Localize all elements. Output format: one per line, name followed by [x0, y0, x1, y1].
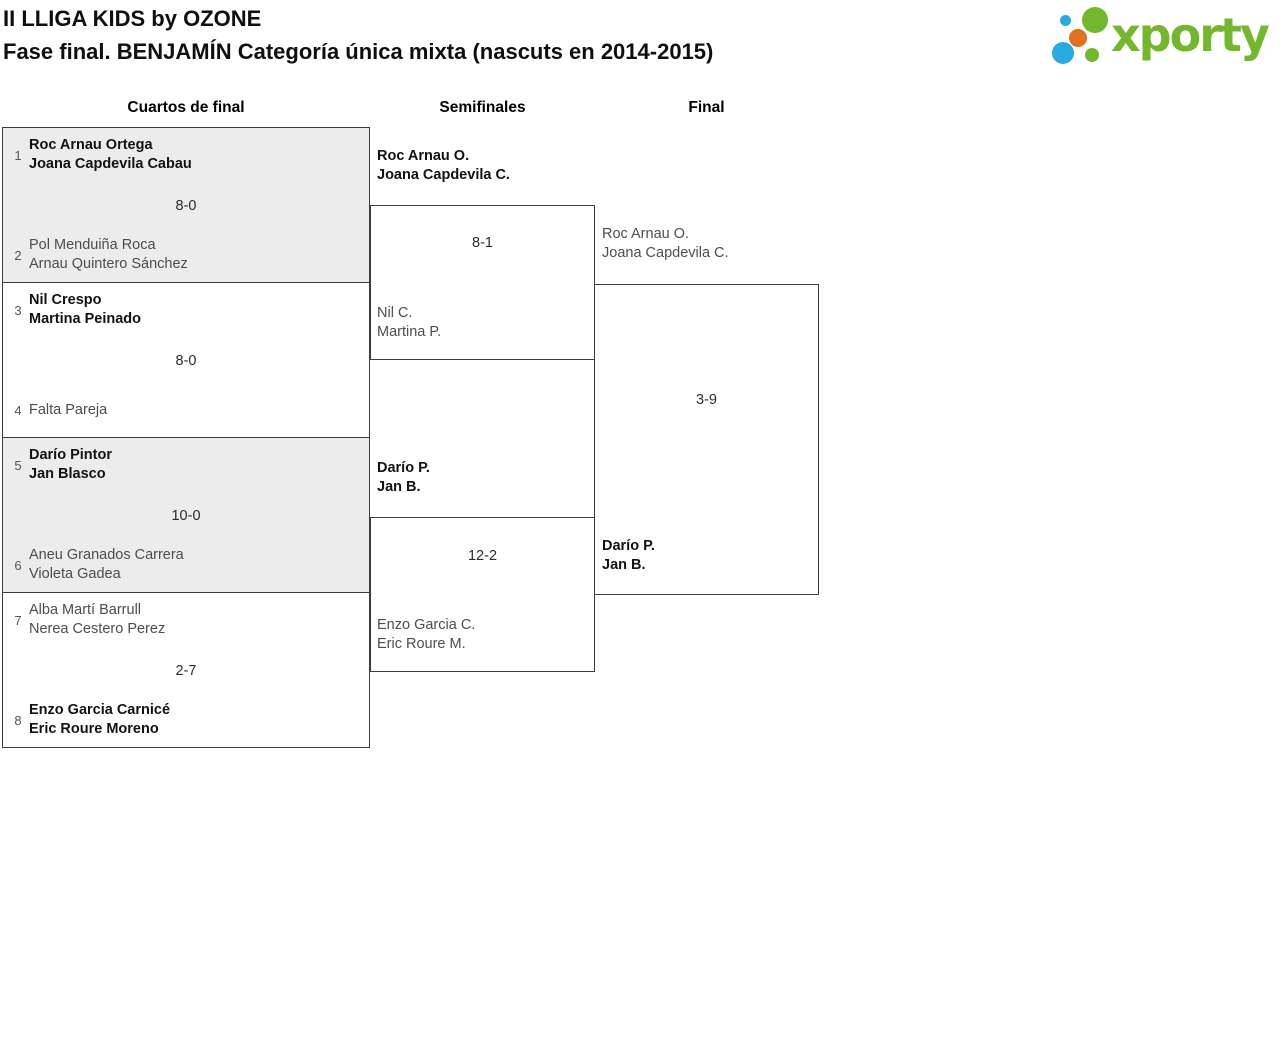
quarterfinals-column: 1 Roc Arnau Ortega Joana Capdevila Cabau…: [2, 127, 370, 748]
team-name-line: Martina P.: [377, 324, 442, 340]
team-slot: 1 Roc Arnau Ortega Joana Capdevila Cabau: [7, 136, 365, 174]
sf1-team2: Nil C. Martina P.: [377, 304, 441, 342]
team-name-line: Joana Capdevila Cabau: [29, 156, 192, 172]
match-qf4[interactable]: 7 Alba Martí Barrull Nerea Cestero Perez…: [3, 593, 369, 747]
page-title: II LLIGA KIDS by OZONE: [3, 6, 262, 31]
page-subtitle: Fase final. BENJAMÍN Categoría única mix…: [3, 39, 714, 64]
team-slot: 5 Darío Pintor Jan Blasco: [7, 446, 365, 484]
logo-wordmark: xporty: [1111, 8, 1270, 62]
team-name-line: Nerea Cestero Perez: [29, 621, 166, 637]
sf2-score: 12-2: [467, 548, 498, 564]
team-name-line: Eric Roure M.: [377, 636, 466, 652]
seed-number: 3: [14, 302, 22, 318]
round-header-quarterfinals: Cuartos de final: [127, 99, 245, 116]
team-name-line: Joana Capdevila C.: [602, 245, 729, 261]
team-names: Falta Pareja: [29, 401, 107, 420]
team-slot: 6 Aneu Granados Carrera Violeta Gadea: [7, 546, 365, 584]
team-name-line: Jan B.: [377, 479, 421, 495]
round-header-final: Final: [688, 99, 725, 116]
seed-number: 4: [14, 402, 22, 418]
team-names: Alba Martí Barrull Nerea Cestero Perez: [29, 601, 165, 639]
team-slot: 3 Nil Crespo Martina Peinado: [7, 291, 365, 329]
team-name-line: Falta Pareja: [29, 401, 108, 418]
team-name-line: Darío P.: [377, 460, 430, 476]
final-score: 3-9: [696, 392, 717, 408]
page-header: II LLIGA KIDS by OZONE Fase final. BENJA…: [3, 2, 713, 68]
round-header-semifinals: Semifinales: [439, 99, 526, 116]
match-qf3[interactable]: 5 Darío Pintor Jan Blasco 10-0 6 Aneu Gr…: [3, 438, 369, 593]
match-sf1[interactable]: [370, 205, 595, 360]
final-team2: Darío P. Jan B.: [602, 537, 655, 575]
logo-dot-blue-large-icon: [1052, 42, 1074, 64]
team-names: Enzo Garcia Carnicé Eric Roure Moreno: [29, 701, 170, 739]
match-qf1[interactable]: 1 Roc Arnau Ortega Joana Capdevila Cabau…: [3, 128, 369, 283]
seed-number: 1: [14, 147, 22, 163]
team-name-line: Roc Arnau Ortega: [29, 137, 153, 153]
team-slot: 2 Pol Menduiña Roca Arnau Quintero Sánch…: [7, 236, 365, 274]
team-name-line: Roc Arnau O.: [377, 148, 470, 164]
xporty-logo[interactable]: xporty: [1045, 0, 1280, 80]
logo-dot-blue-small-icon: [1060, 15, 1071, 26]
team-slot: 8 Enzo Garcia Carnicé Eric Roure Moreno: [7, 701, 365, 739]
team-name-line: Darío Pintor: [29, 447, 112, 463]
team-names: Darío Pintor Jan Blasco: [29, 446, 112, 484]
sf2-team1: Darío P. Jan B.: [377, 459, 430, 497]
team-names: Roc Arnau Ortega Joana Capdevila Cabau: [29, 136, 192, 174]
sf1-score: 8-1: [472, 235, 493, 251]
match-final[interactable]: [594, 284, 819, 595]
team-name-line: Pol Menduiña Roca: [29, 237, 156, 253]
team-slot: 7 Alba Martí Barrull Nerea Cestero Perez: [7, 601, 365, 639]
team-name-line: Joana Capdevila C.: [377, 167, 510, 183]
team-name-line: Alba Martí Barrull: [29, 602, 142, 618]
team-name-line: Roc Arnau O.: [602, 226, 690, 242]
logo-dot-green-large-icon: [1082, 7, 1108, 33]
team-name-line: Enzo Garcia C.: [377, 617, 476, 633]
seed-number: 5: [14, 457, 22, 473]
team-name-line: Violeta Gadea: [29, 566, 121, 582]
seed-number: 2: [14, 247, 22, 263]
team-name-line: Martina Peinado: [29, 311, 141, 327]
seed-number: 8: [14, 712, 22, 728]
team-name-line: Nil C.: [377, 305, 413, 321]
seed-number: 7: [14, 612, 22, 628]
team-name-line: Jan Blasco: [29, 466, 106, 482]
match-score: 8-0: [175, 198, 197, 214]
match-score: 2-7: [175, 663, 197, 679]
team-slot: 4 Falta Pareja: [7, 391, 365, 429]
team-name-line: Arnau Quintero Sánchez: [29, 256, 188, 272]
logo-dot-orange-icon: [1069, 29, 1087, 47]
logo-dot-green-small-icon: [1085, 48, 1099, 62]
seed-number: 6: [14, 557, 22, 573]
team-name-line: Darío P.: [602, 538, 655, 554]
match-score: 8-0: [175, 353, 197, 369]
sf1-team1: Roc Arnau O. Joana Capdevila C.: [377, 147, 510, 185]
final-team1: Roc Arnau O. Joana Capdevila C.: [602, 225, 729, 263]
team-name-line: Enzo Garcia Carnicé: [29, 702, 171, 718]
match-score: 10-0: [171, 508, 201, 524]
team-name-line: Aneu Granados Carrera: [29, 547, 184, 563]
sf2-team2: Enzo Garcia C. Eric Roure M.: [377, 616, 475, 654]
match-qf2[interactable]: 3 Nil Crespo Martina Peinado 8-0 4 Falta…: [3, 283, 369, 438]
team-name-line: Jan B.: [602, 557, 646, 573]
team-name-line: Eric Roure Moreno: [29, 721, 159, 737]
team-names: Nil Crespo Martina Peinado: [29, 291, 141, 329]
team-names: Pol Menduiña Roca Arnau Quintero Sánchez: [29, 236, 188, 274]
team-name-line: Nil Crespo: [29, 292, 102, 308]
team-names: Aneu Granados Carrera Violeta Gadea: [29, 546, 184, 584]
